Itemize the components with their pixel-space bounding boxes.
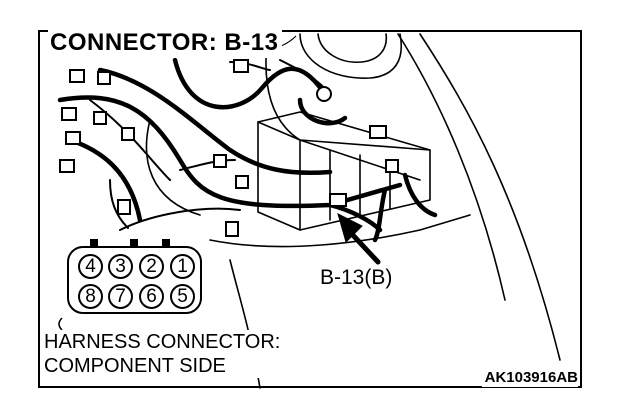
pointer-arrowhead: [337, 213, 363, 243]
small-connector-5: [65, 131, 81, 145]
small-connector-7: [59, 159, 75, 173]
body-panel: [265, 33, 421, 181]
connector-pin: 4: [78, 254, 103, 279]
small-connector-13: [225, 221, 239, 237]
connector-pin: 2: [139, 254, 164, 279]
small-connector-11: [369, 125, 387, 139]
main-harness: [57, 95, 403, 209]
harness-label-line1: HARNESS CONNECTOR:: [44, 331, 281, 353]
small-connector-6: [121, 127, 135, 141]
figure-code: AK103916AB: [481, 369, 578, 387]
thin-wire-6: [109, 179, 129, 229]
connector-pin: 7: [108, 284, 133, 309]
small-connector-14: [117, 199, 131, 215]
small-connector-3: [61, 107, 77, 121]
harness-connector-label: HARNESS CONNECTOR: COMPONENT SIDE: [44, 330, 285, 378]
connector-latch-right: [162, 239, 170, 246]
small-connector-8: [233, 59, 249, 73]
connector-callout-label: B-13(B): [318, 266, 395, 290]
connector-pin: 8: [78, 284, 103, 309]
connector-title: CONNECTOR: B-13: [48, 28, 283, 58]
small-connector-4: [93, 111, 107, 125]
fender-outline-inner: [397, 33, 506, 301]
thin-wire-2: [119, 207, 241, 231]
relay-box: [257, 111, 431, 231]
harness-loop-mid: [297, 97, 348, 126]
connector-latch-mid: [130, 239, 138, 246]
strut-tower-inner: [317, 33, 388, 63]
harness-branch-end: [402, 172, 438, 218]
strut-tower: [299, 33, 402, 79]
b13-connector-mark: [329, 193, 347, 207]
small-connector-9: [213, 154, 227, 168]
small-connector-1: [69, 69, 85, 83]
small-connector-2: [97, 71, 111, 85]
harness-label-line2: COMPONENT SIDE: [44, 355, 226, 377]
connector-pin: 3: [108, 254, 133, 279]
thin-wire-5: [179, 159, 236, 171]
connector-pin: 5: [170, 284, 195, 309]
connector-pin: 1: [170, 254, 195, 279]
harness-branch-upper: [97, 67, 333, 176]
thin-wire-1: [89, 99, 171, 181]
harness-label-hook: [58, 317, 63, 331]
connector-pin: 6: [139, 284, 164, 309]
ground-terminal: [316, 86, 332, 102]
pointer-arrow-shaft: [347, 229, 381, 265]
connector-latch-left: [90, 239, 98, 246]
small-connector-12: [385, 159, 399, 173]
inner-panel: [145, 119, 201, 216]
small-connector-10: [235, 175, 249, 189]
harness-branch-down: [372, 187, 388, 243]
body-panel-lower: [209, 214, 471, 248]
fender-outline: [419, 33, 561, 361]
